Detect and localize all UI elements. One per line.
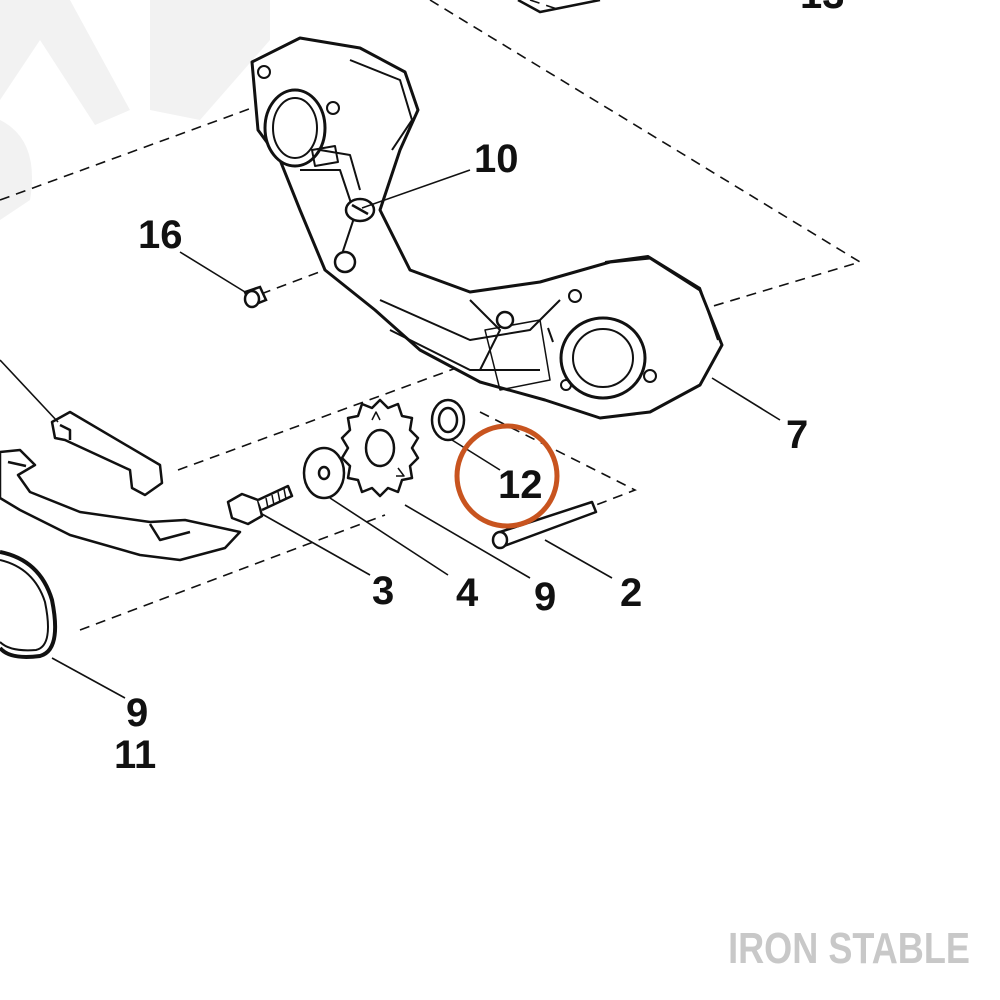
callout-3: 3	[372, 569, 394, 613]
callout-4: 4	[456, 571, 479, 615]
callout-labels: 13 10 16 7 12 3 4 9 2 9 11	[114, 0, 845, 777]
leader-lines	[0, 169, 781, 699]
chain-loop	[0, 550, 58, 659]
part-9-sprocket	[340, 398, 420, 498]
main-housing-part-7	[250, 36, 724, 420]
callout-9-sprocket: 9	[534, 575, 556, 619]
callout-9-chain: 9	[126, 691, 148, 735]
callout-11: 11	[114, 733, 156, 777]
part-12-washer	[430, 398, 466, 442]
highlight-circle	[454, 423, 560, 529]
callout-16: 16	[138, 213, 183, 257]
part-2-long-pin	[491, 500, 598, 550]
part-13-partial	[517, 0, 601, 14]
chain-guide-rail	[0, 448, 242, 562]
callout-10: 10	[474, 137, 519, 181]
callout-12: 12	[498, 463, 543, 507]
callout-13: 13	[800, 0, 845, 17]
part-10-screw	[344, 197, 376, 223]
callout-7: 7	[786, 413, 808, 457]
part-16-pin	[243, 285, 268, 309]
part-3-bolt	[226, 484, 294, 526]
chain-guide-bracket	[50, 410, 164, 497]
brand-logo-text: IRON STABLE	[728, 924, 970, 973]
part-4-washer	[302, 446, 346, 500]
background-watermark	[0, 0, 270, 220]
callout-2: 2	[620, 571, 642, 615]
